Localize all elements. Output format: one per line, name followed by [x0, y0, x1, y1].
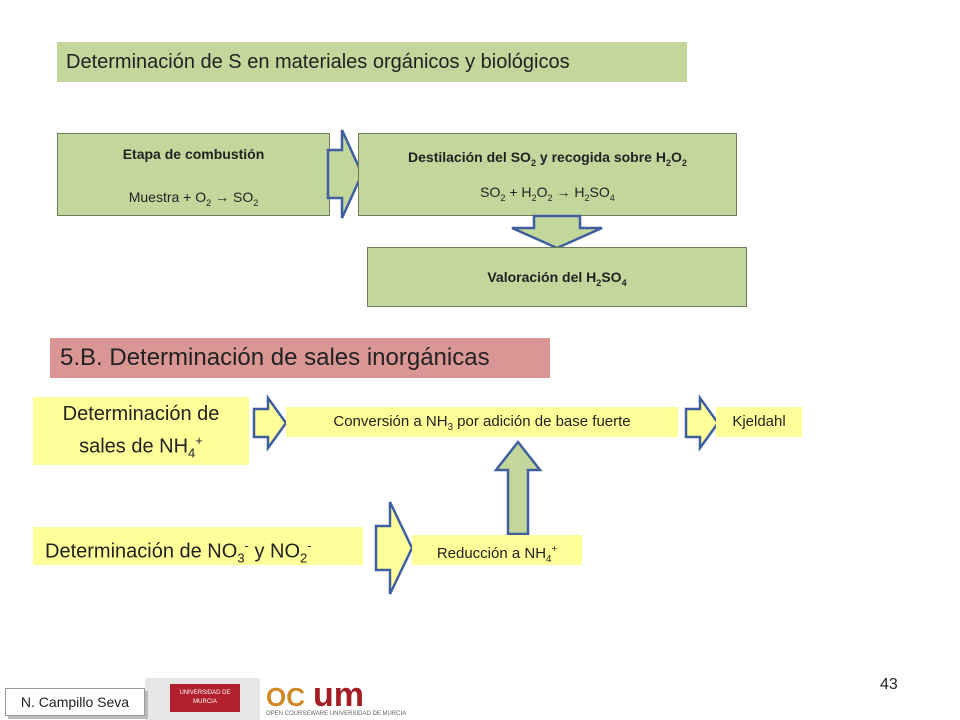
um-logo: um	[313, 676, 364, 714]
sales-nh4-box: Determinación de sales de NH4+	[33, 397, 249, 465]
conversion-box: Conversión a NH3 por adición de base fue…	[286, 407, 678, 437]
destilacion-box: Destilación del SO2 y recogida sobre H2O…	[358, 133, 737, 216]
right-arrow-icon	[684, 394, 720, 452]
right-arrow-icon	[374, 501, 414, 595]
sales-nh4-line1: Determinación de	[62, 403, 220, 425]
opencourseware-logo: OC	[266, 682, 305, 712]
destilacion-reaction: SO2 + H2O2 → H2SO4	[480, 184, 615, 203]
combustion-box: Etapa de combustión Muestra + O2 → SO2	[57, 133, 330, 216]
no3-no2-box: Determinación de NO3- y NO2-	[33, 527, 363, 566]
kjeldahl-box: Kjeldahl	[716, 407, 802, 437]
down-arrow-icon	[511, 214, 603, 250]
combustion-heading: Etapa de combustión	[122, 146, 265, 162]
universidad-murcia-logo: UNIVERSIDAD DE MURCIA	[170, 684, 240, 712]
combustion-reaction: Muestra + O2 → SO2	[128, 189, 259, 208]
footer-author: N. Campillo Seva	[5, 688, 145, 716]
up-arrow-icon	[493, 439, 543, 536]
page-number: 43	[880, 676, 898, 693]
reduccion-box: Reducción a NH4+	[412, 535, 582, 565]
destilacion-heading: Destilación del SO2 y recogida sobre H2O…	[408, 149, 687, 168]
sales-nh4-line2: sales de NH4+	[79, 433, 203, 461]
logo-caption: OPEN COURSEWARE UNIVERSIDAD DE MURCIA	[266, 711, 407, 717]
valoracion-box: Valoración del H2SO4	[367, 247, 747, 307]
right-arrow-icon	[252, 394, 288, 452]
section-title: 5.B. Determinación de sales inorgánicas	[50, 338, 550, 378]
slide-title: Determinación de S en materiales orgánic…	[57, 42, 687, 82]
right-arrow-icon	[326, 129, 364, 219]
